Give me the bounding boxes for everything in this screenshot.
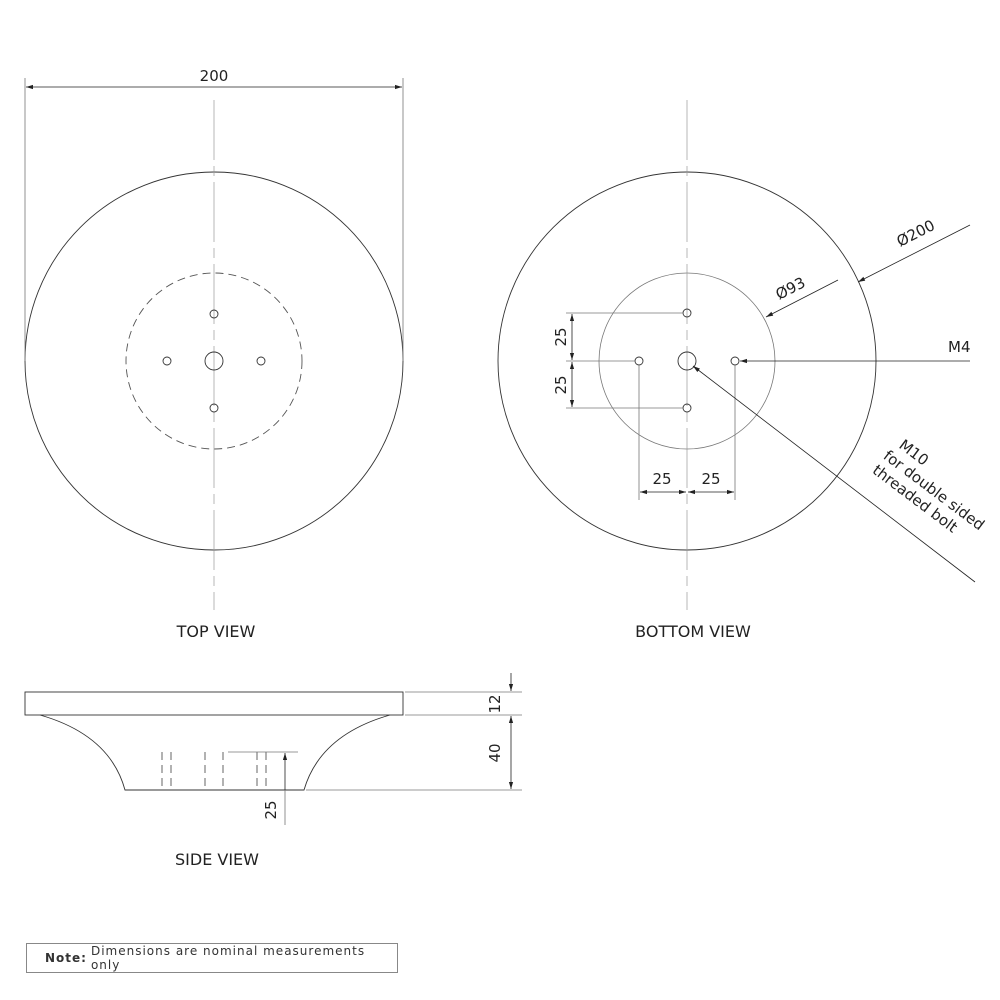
note-text: Dimensions are nominal measurements only bbox=[90, 944, 366, 972]
bottom-view-center-hole bbox=[677, 351, 697, 371]
top-view-hole-right bbox=[256, 356, 266, 366]
bottom-view-hole-left bbox=[634, 356, 644, 366]
side-view-title: SIDE VIEW bbox=[175, 850, 259, 869]
bottom-view-title: BOTTOM VIEW bbox=[635, 622, 751, 641]
bv-spacing-v1-label: 25 bbox=[552, 327, 570, 346]
sv-bolt-depth-label: 25 bbox=[262, 800, 280, 819]
top-width-label: 200 bbox=[200, 67, 229, 85]
top-view: 200 TOP VIEW bbox=[24, 67, 404, 641]
bv-spacing-v2-label: 25 bbox=[552, 375, 570, 394]
top-view-hole-left bbox=[162, 356, 172, 366]
bottom-view-hole-right bbox=[730, 356, 740, 366]
bv-m10-label-group: M10 for double sided threaded bolt bbox=[869, 436, 988, 537]
bv-m4-label: M4 bbox=[948, 338, 971, 356]
top-view-hidden-inner-circle bbox=[125, 272, 303, 450]
top-view-title: TOP VIEW bbox=[176, 622, 256, 641]
top-view-hole-bottom bbox=[209, 403, 219, 413]
side-view-base-profile bbox=[39, 714, 391, 791]
bv-spacing-h2-label: 25 bbox=[701, 470, 720, 488]
sv-thickness-label: 12 bbox=[486, 694, 504, 713]
bv-leader-dia93 bbox=[765, 279, 839, 318]
bv-leader-dia200 bbox=[857, 224, 971, 283]
bottom-view: 25 25 25 25 Ø200 Ø93 M4 M10 for double s… bbox=[497, 100, 988, 641]
side-view-top-plate bbox=[24, 691, 404, 716]
top-view-center-hole bbox=[204, 351, 224, 371]
side-view: 25 12 40 SIDE VIEW bbox=[24, 673, 522, 869]
note-box: Note: Dimensions are nominal measurement… bbox=[26, 943, 398, 973]
side-view-hidden-holes bbox=[161, 752, 267, 790]
bv-dia93-label: Ø93 bbox=[773, 273, 809, 303]
note-label: Note: bbox=[45, 951, 87, 965]
bv-leader-m10 bbox=[692, 365, 976, 583]
top-view-hole-top bbox=[209, 309, 219, 319]
bv-dia200-label: Ø200 bbox=[894, 216, 938, 250]
sv-height-label: 40 bbox=[486, 743, 504, 762]
bv-spacing-h1-label: 25 bbox=[652, 470, 671, 488]
